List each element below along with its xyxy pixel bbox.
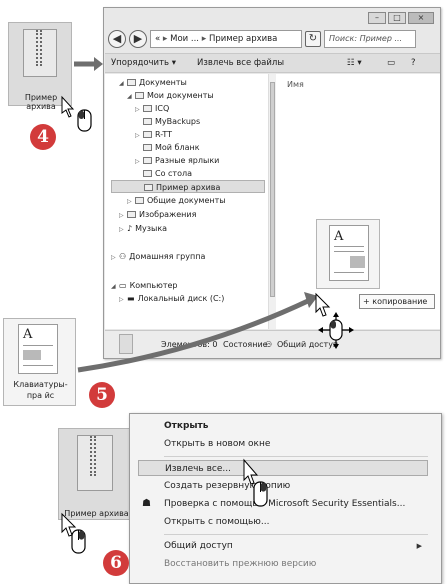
details-pane: Элементов: 0 Состояние: ⚇ Общий доступ (105, 330, 440, 358)
copy-tooltip: + копирование (359, 294, 435, 309)
tree-item-my-documents[interactable]: ◢Мои документы (127, 91, 214, 100)
menu-item-share[interactable]: Общий доступ▶ (138, 538, 428, 554)
mouse-bottom-icon (71, 529, 86, 554)
computer-icon: ▭ (119, 281, 127, 290)
breadcrumb-archive[interactable]: Пример архива (208, 34, 278, 44)
search-input[interactable]: Поиск: Пример ... (324, 30, 416, 48)
tree-item-computer[interactable]: ◢▭Компьютер (111, 281, 178, 290)
window-controls: – □ × (368, 12, 434, 24)
context-menu: Открыть Открыть в новом окне Извлечь все… (129, 413, 442, 584)
menu-item-open[interactable]: Открыть (164, 421, 209, 431)
menu-item-open-with[interactable]: Открыть с помощью... (164, 517, 270, 527)
column-header-name[interactable]: Имя (287, 80, 304, 89)
zip-folder-icon (23, 29, 57, 77)
music-icon: ♪ (127, 224, 133, 233)
refresh-icon[interactable]: ↻ (305, 31, 321, 47)
breadcrumb-overflow[interactable]: « (155, 34, 161, 44)
tree-item-rtt[interactable]: ▷R-TT (135, 130, 173, 139)
back-arrow-icon[interactable]: ◀ (108, 30, 126, 48)
menu-item-backup[interactable]: Создать резервную копию (164, 481, 291, 491)
tree-item-images[interactable]: ▷Изображения (119, 210, 197, 219)
status-shared-icon: ⚇ (265, 340, 273, 349)
zip-folder-bottom-icon (77, 435, 113, 491)
status-elements: Элементов: 0 (161, 340, 218, 349)
menu-separator (164, 456, 428, 457)
disk-icon: ▬ (127, 294, 135, 303)
preview-pane-icon[interactable]: ▭ (387, 58, 396, 68)
close-button[interactable]: × (408, 12, 434, 24)
step-badge-6: 6 (103, 550, 129, 576)
forward-arrow-icon[interactable]: ▶ (129, 30, 147, 48)
step-badge-5: 5 (89, 382, 115, 408)
archive-bottom-label: Пример архива (64, 509, 129, 518)
step-badge-4: 4 (30, 124, 56, 150)
status-shared: Общий доступ (277, 340, 339, 349)
tree-item-local-disk[interactable]: ▷▬Локальный диск (C:) (119, 294, 225, 303)
menu-item-restore[interactable]: Восстановить прежнюю версию (164, 559, 317, 569)
tree-item-my-blank[interactable]: Мой бланк (135, 141, 200, 154)
document-left-page-icon: A (18, 324, 58, 374)
tree-scrollbar[interactable] (268, 74, 276, 329)
maximize-button[interactable]: □ (388, 12, 406, 24)
explorer-body: ◢Документы ◢Мои документы ▷ICQ MyBackups… (105, 74, 440, 329)
scrollbar-thumb[interactable] (270, 82, 275, 297)
minimize-button[interactable]: – (368, 12, 386, 24)
tree-item-documents[interactable]: ◢Документы (119, 78, 187, 87)
tree-item-homegroup[interactable]: ▷⚇Домашняя группа (111, 252, 206, 261)
submenu-arrow-icon: ▶ (416, 542, 422, 550)
archive-icon-bottom[interactable]: Пример архива (58, 428, 133, 520)
address-bar[interactable]: « ▸ Мои ... ▸ Пример архива (150, 30, 302, 48)
mouse-icon (77, 109, 92, 132)
archive-top-label: Пример архива (24, 93, 58, 111)
tree-item-public-docs[interactable]: ▷Общие документы (127, 196, 226, 205)
help-icon[interactable]: ? (411, 58, 416, 68)
tree-item-shortcuts[interactable]: ▷Разные ярлыки (135, 156, 220, 165)
command-bar: Упорядочить ▾ Извлечь все файлы ☷ ▾ ▭ ? (105, 53, 440, 73)
security-essentials-icon: ☗ (142, 498, 151, 509)
tree-item-music[interactable]: ▷♪Музыка (119, 224, 168, 233)
tree-item-mybackups[interactable]: MyBackups (135, 115, 200, 128)
tree-item-icq[interactable]: ▷ICQ (135, 104, 170, 113)
dragged-document-icon[interactable]: A (316, 219, 380, 289)
view-options-icon[interactable]: ☷ ▾ (347, 58, 362, 68)
breadcrumb-my-docs[interactable]: Мои ... (170, 34, 200, 44)
document-left-label: Клавиатуры-пра йс (13, 380, 68, 400)
menu-separator-2 (164, 534, 428, 535)
document-icon-left[interactable]: A Клавиатуры-пра йс (3, 318, 76, 406)
arrow-to-window-icon (74, 57, 103, 71)
archive-icon-top[interactable]: Пример архива (8, 22, 72, 111)
extract-all-button[interactable]: Извлечь все файлы (197, 58, 285, 68)
tree-item-desktop[interactable]: Со стола (135, 167, 192, 180)
menu-item-extract-all[interactable]: Извлечь все... (138, 460, 428, 476)
navigation-tree: ◢Документы ◢Мои документы ▷ICQ MyBackups… (105, 74, 267, 329)
organize-button[interactable]: Упорядочить ▾ (111, 58, 176, 68)
status-state: Состояние: (223, 340, 271, 349)
menu-item-open-new-window[interactable]: Открыть в новом окне (164, 439, 271, 449)
menu-item-mse-scan[interactable]: Проверка с помощью Microsoft Security Es… (164, 499, 406, 509)
address-row: ◀ ▶ « ▸ Мои ... ▸ Пример архива ↻ Поиск:… (108, 28, 436, 50)
homegroup-icon: ⚇ (119, 252, 127, 261)
archive-small-icon (119, 334, 133, 354)
document-page-icon: A (329, 225, 369, 281)
tree-item-archive[interactable]: Пример архива (111, 180, 265, 193)
